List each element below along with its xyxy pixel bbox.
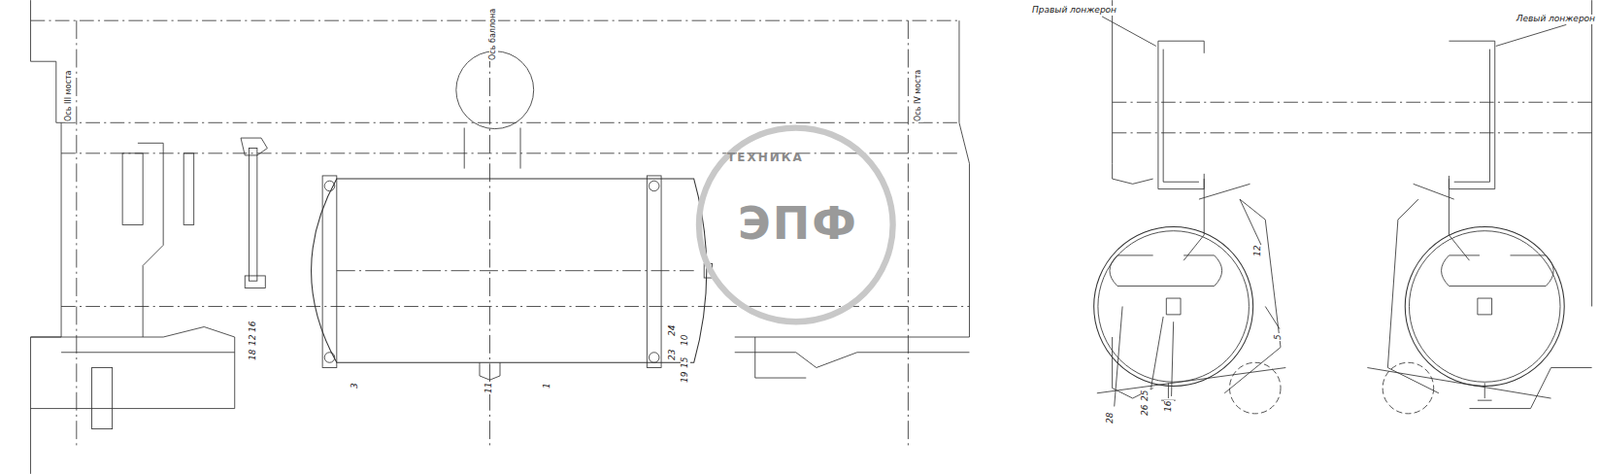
callout-number: 18 (248, 348, 259, 362)
callout-number: 11 (484, 381, 495, 395)
callout-number: 16 (1164, 400, 1174, 413)
callout-number: 19 (680, 370, 691, 384)
callout-number: 16 (248, 320, 259, 334)
callout-number: 3 (350, 381, 361, 390)
callout-number: 24 (667, 324, 678, 337)
axis-label: Ось IV моста (914, 68, 924, 123)
watermark: ТЕХНИКА (726, 151, 805, 165)
callout-number: 23 (667, 348, 678, 362)
watermark: ЭПФ (736, 199, 860, 249)
callout-number: 1 (542, 381, 553, 390)
axis-label: Ось III моста (65, 69, 74, 123)
callout-number: 5 (1273, 333, 1284, 341)
callout-number: 10 (680, 333, 691, 347)
callout-number: 25 (1140, 389, 1151, 402)
callout-number: 15 (680, 356, 691, 369)
frame-line (31, 0, 63, 474)
part-name: Левый лонжерон (1515, 14, 1597, 25)
callout-number: 26 (1140, 403, 1151, 417)
callout-number: 12 (1253, 244, 1264, 258)
part-name: Правый лонжерон (1031, 5, 1118, 16)
axis-label: Ось баллона (489, 7, 499, 62)
callout-number: 28 (1105, 411, 1116, 425)
callout-number: 12 (248, 333, 259, 347)
